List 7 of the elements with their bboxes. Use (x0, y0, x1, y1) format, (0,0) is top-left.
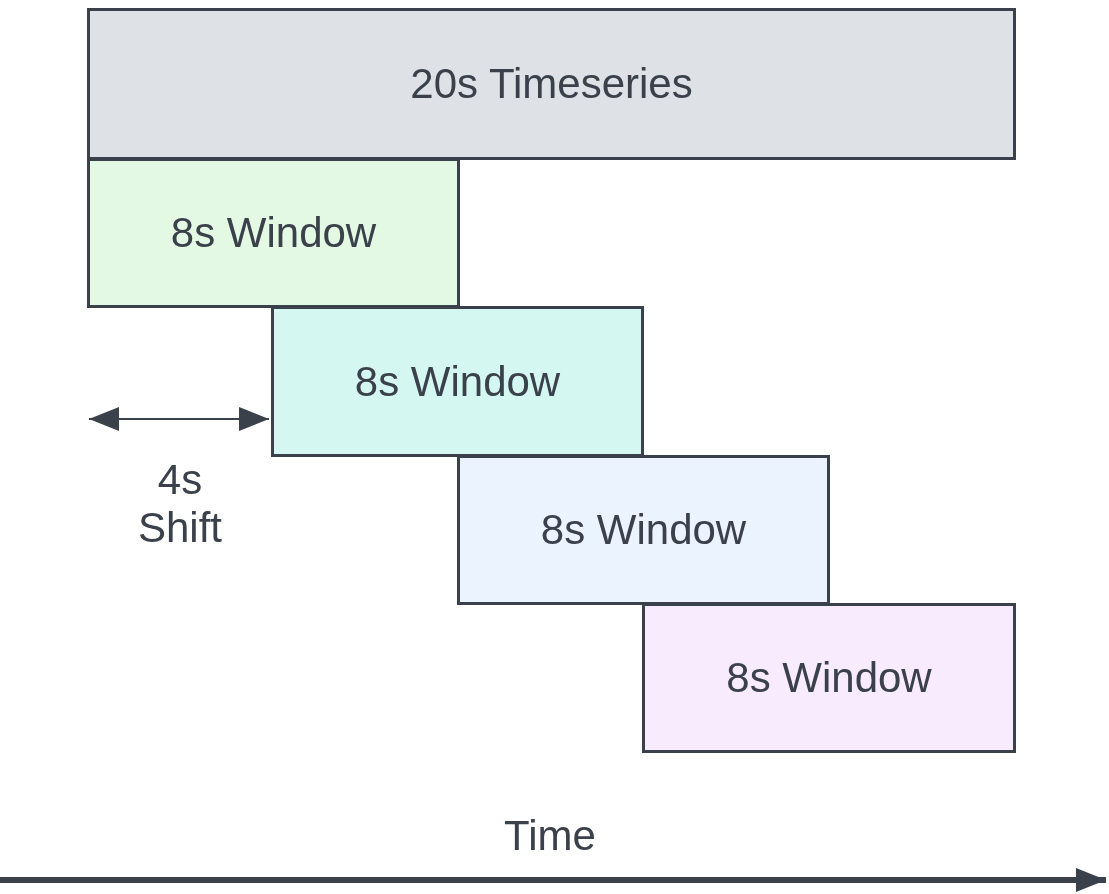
axis-label: Time (503, 812, 597, 860)
window-box: 8s Window (87, 158, 460, 308)
window-box: 8s Window (642, 603, 1016, 753)
window-box: 8s Window (271, 306, 644, 457)
dimension-label: 4s Shift (136, 456, 223, 552)
timeseries-bar: 20s Timeseries (87, 8, 1016, 160)
window-box: 8s Window (457, 455, 830, 605)
